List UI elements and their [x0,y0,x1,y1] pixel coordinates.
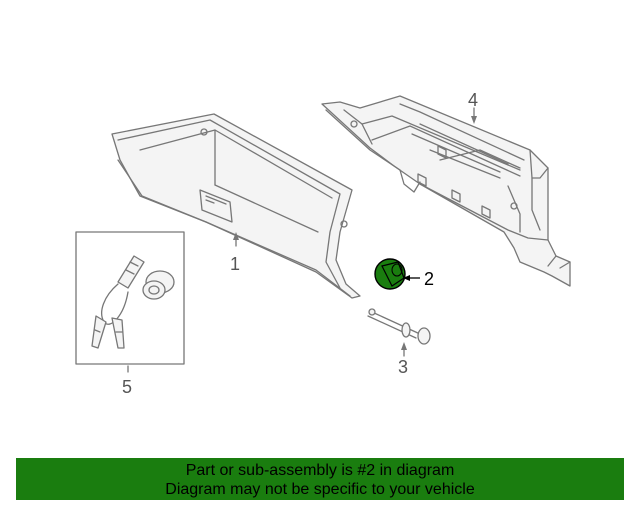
callout-1: 1 [230,254,240,274]
banner-line-2: Diagram may not be specific to your vehi… [165,481,475,498]
banner-line-1: Part or sub-assembly is #2 in diagram [185,462,455,479]
callout-5: 5 [122,377,132,397]
bolt-pin[interactable] [367,308,431,345]
callout-4: 4 [468,90,478,110]
lock-key-set[interactable] [75,231,185,365]
glove-box-housing[interactable] [321,95,571,287]
callout-3: 3 [398,357,408,377]
leader-lines [127,107,477,373]
highlighted-part-2[interactable] [374,258,406,290]
glove-box-door[interactable] [111,113,361,299]
part5-frame [75,231,185,365]
callout-2: 2 [424,269,434,289]
info-banner: Part or sub-assembly is #2 in diagram Di… [16,458,624,500]
